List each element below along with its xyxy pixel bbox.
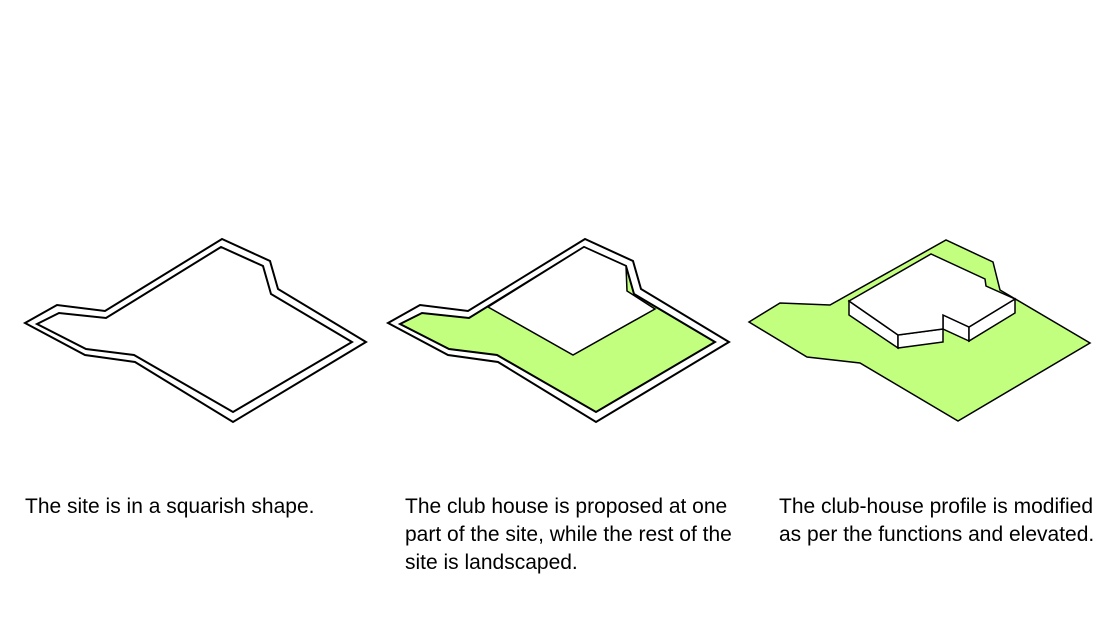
panel-club-house-proposed	[385, 237, 731, 424]
panel-site-outline	[22, 237, 368, 424]
club-house-roof	[847, 253, 1017, 336]
site-inner-boundary	[34, 245, 354, 414]
caption-club-house-elevated: The club-house profile is modified as pe…	[779, 495, 1095, 546]
club-house-footprint	[486, 246, 657, 356]
caption-club-house-proposed: The club house is proposed at one part o…	[405, 495, 732, 574]
panel-club-house-elevated	[747, 239, 1092, 422]
site-outer-boundary	[22, 237, 368, 424]
caption-site: The site is in a squarish shape.	[25, 495, 315, 518]
